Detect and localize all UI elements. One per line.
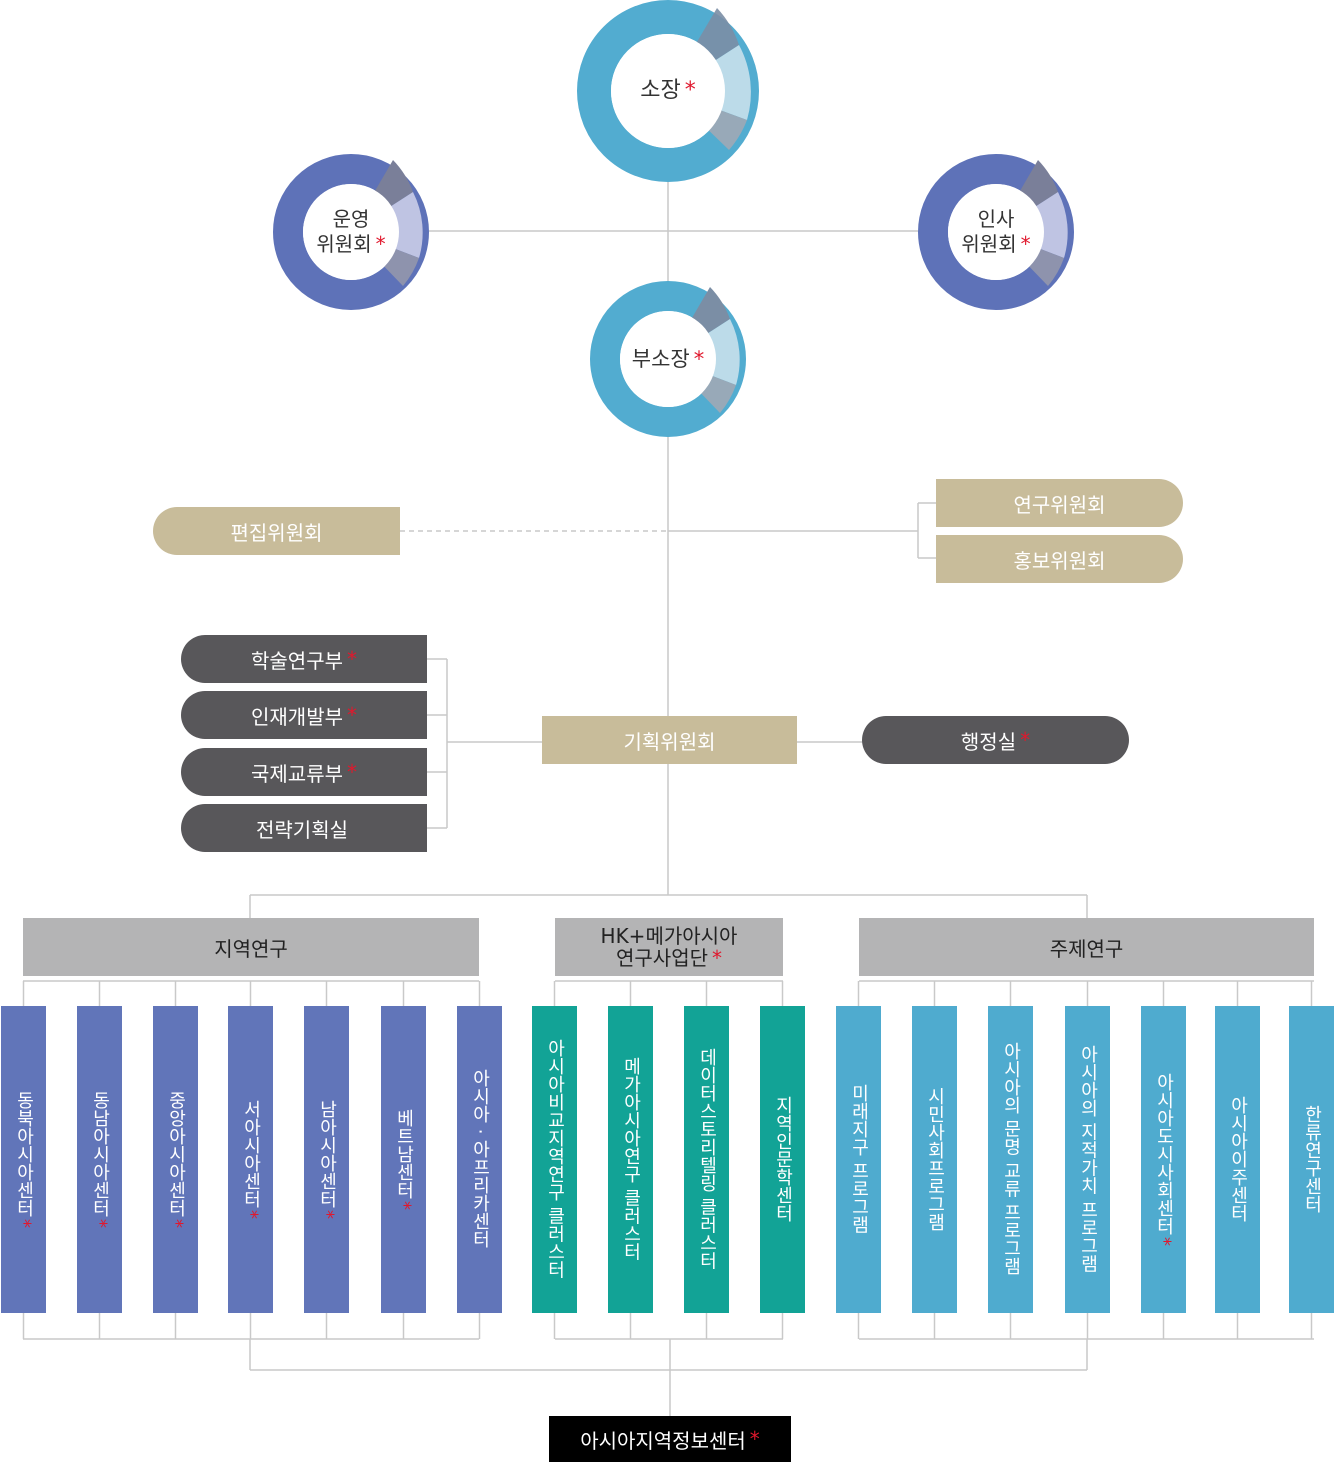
cluster-label: 메가아시아연구 클러스터: [620, 1056, 642, 1261]
group-hk-line2: 연구사업단: [616, 946, 708, 970]
thematic-program-column: 한류연구센터: [1289, 1006, 1334, 1313]
research-committee-label: 연구위원회: [1013, 492, 1106, 517]
hk-cluster-column: 지역인문학센터: [760, 1006, 805, 1313]
thematic-program-column: 시민사회프로그램: [912, 1006, 957, 1313]
regional-center-column: 남아시아센터 *: [304, 1006, 349, 1313]
center-star: *: [316, 1210, 338, 1219]
info-center: 아시아지역정보센터*: [549, 1416, 791, 1462]
personnel-line2: 위원회: [961, 232, 1017, 256]
program-label: 한류연구센터: [1301, 1104, 1323, 1213]
personnel-committee-node: 인사 위원회*: [918, 154, 1074, 310]
group-hk-line1: HK+메가아시아: [600, 924, 738, 948]
personnel-star: *: [1020, 232, 1031, 256]
planning-committee-label: 기획위원회: [623, 729, 716, 754]
thematic-program-column: 미래지구 프로그램: [836, 1006, 881, 1313]
department-talent: 인재개발부*: [181, 691, 427, 739]
research-committee: 연구위원회: [936, 479, 1183, 527]
department-label: 국제교류부: [251, 761, 343, 786]
program-label: 미래지구 프로그램: [848, 1083, 870, 1234]
thematic-program-column: 아시아의 지적가치 프로그램: [1065, 1006, 1110, 1313]
center-star: *: [393, 1201, 415, 1210]
info-center-star: *: [749, 1427, 760, 1451]
operations-committee-node: 운영 위원회*: [273, 154, 429, 310]
hk-cluster-column: 데이터스토리텔링 클러스터: [684, 1006, 729, 1313]
department-label: 인재개발부: [251, 704, 343, 729]
editorial-committee: 편집위원회: [153, 507, 400, 555]
thematic-program-column: 아시아이주센터: [1215, 1006, 1260, 1313]
director-node: 소장*: [577, 0, 759, 182]
department-star: *: [347, 703, 357, 727]
group-regional-label: 지역연구: [214, 936, 288, 961]
director-ring-icon: [577, 0, 759, 182]
regional-center-column: 동남아시아센터 *: [77, 1006, 122, 1313]
group-hk-star: *: [712, 946, 722, 970]
program-label: 아시아도시사회센터: [1153, 1073, 1175, 1235]
cluster-label: 아시아비교지역연구 클러스터: [544, 1038, 566, 1279]
department-label: 학술연구부: [251, 648, 343, 673]
thematic-program-column: 아시아의 문명 교류 프로그램: [988, 1006, 1033, 1313]
deputy-label: 부소장: [631, 346, 690, 371]
personnel-ring-icon: [918, 154, 1074, 310]
hk-cluster-column: 메가아시아연구 클러스터: [608, 1006, 653, 1313]
admin-office-star: *: [1020, 728, 1031, 752]
pr-committee: 홍보위원회: [936, 535, 1183, 583]
info-center-label: 아시아지역정보센터: [580, 1428, 746, 1453]
deputy-ring-icon: [590, 281, 746, 437]
operations-line2: 위원회: [316, 232, 372, 256]
personnel-line1: 인사: [977, 207, 1015, 231]
center-label: 서아시아센터: [240, 1100, 262, 1208]
department-label: 전략기획실: [256, 817, 348, 842]
deputy-star: *: [693, 346, 705, 371]
center-label: 동북아시아센터: [13, 1091, 35, 1217]
center-label: 남아시아센터: [316, 1100, 338, 1208]
center-star: *: [13, 1219, 35, 1228]
center-label: 동남아시아센터: [89, 1091, 111, 1217]
program-label: 시민사회프로그램: [924, 1086, 946, 1231]
center-star: *: [165, 1219, 187, 1228]
regional-center-column: 동북아시아센터 *: [1, 1006, 46, 1313]
program-label: 아시아이주센터: [1227, 1095, 1249, 1222]
planning-committee: 기획위원회: [542, 716, 797, 764]
director-star: *: [684, 78, 696, 104]
regional-center-column: 중앙아시아센터 *: [153, 1006, 198, 1313]
hk-cluster-column: 아시아비교지역연구 클러스터: [532, 1006, 577, 1313]
program-label: 아시아의 문명 교류 프로그램: [1000, 1041, 1022, 1276]
thematic-program-column: 아시아도시사회센터 *: [1141, 1006, 1186, 1313]
pr-committee-label: 홍보위원회: [1013, 548, 1106, 573]
admin-office-label: 행정실: [960, 729, 1017, 754]
admin-office: 행정실*: [862, 716, 1129, 764]
program-star: *: [1153, 1237, 1175, 1246]
regional-center-column: 서아시아센터 *: [228, 1006, 273, 1313]
director-label: 소장: [640, 78, 681, 104]
group-hk: HK+메가아시아 연구사업단*: [555, 918, 783, 976]
department-international: 국제교류부*: [181, 748, 427, 796]
cluster-label: 지역인문학센터: [772, 1095, 794, 1222]
center-star: *: [240, 1210, 262, 1219]
operations-ring-icon: [273, 154, 429, 310]
center-label: 아시아 · 아프리카센터: [469, 1068, 491, 1249]
center-star: *: [89, 1219, 111, 1228]
department-academic: 학술연구부*: [181, 635, 427, 683]
department-star: *: [347, 647, 357, 671]
group-thematic-label: 주제연구: [1049, 936, 1124, 961]
department-strategy: 전략기획실: [181, 804, 427, 852]
department-star: *: [347, 760, 357, 784]
program-label: 아시아의 지적가치 프로그램: [1077, 1044, 1099, 1273]
operations-line1: 운영: [332, 207, 370, 231]
group-regional: 지역연구: [23, 918, 479, 976]
regional-center-column: 베트남센터 *: [381, 1006, 426, 1313]
operations-star: *: [375, 232, 386, 256]
editorial-committee-label: 편집위원회: [230, 520, 323, 545]
deputy-director-node: 부소장*: [590, 281, 746, 437]
group-thematic: 주제연구: [859, 918, 1314, 976]
regional-center-column: 아시아 · 아프리카센터: [457, 1006, 502, 1313]
cluster-label: 데이터스토리텔링 클러스터: [696, 1047, 718, 1270]
center-label: 중앙아시아센터: [165, 1091, 187, 1217]
center-label: 베트남센터: [393, 1109, 415, 1199]
